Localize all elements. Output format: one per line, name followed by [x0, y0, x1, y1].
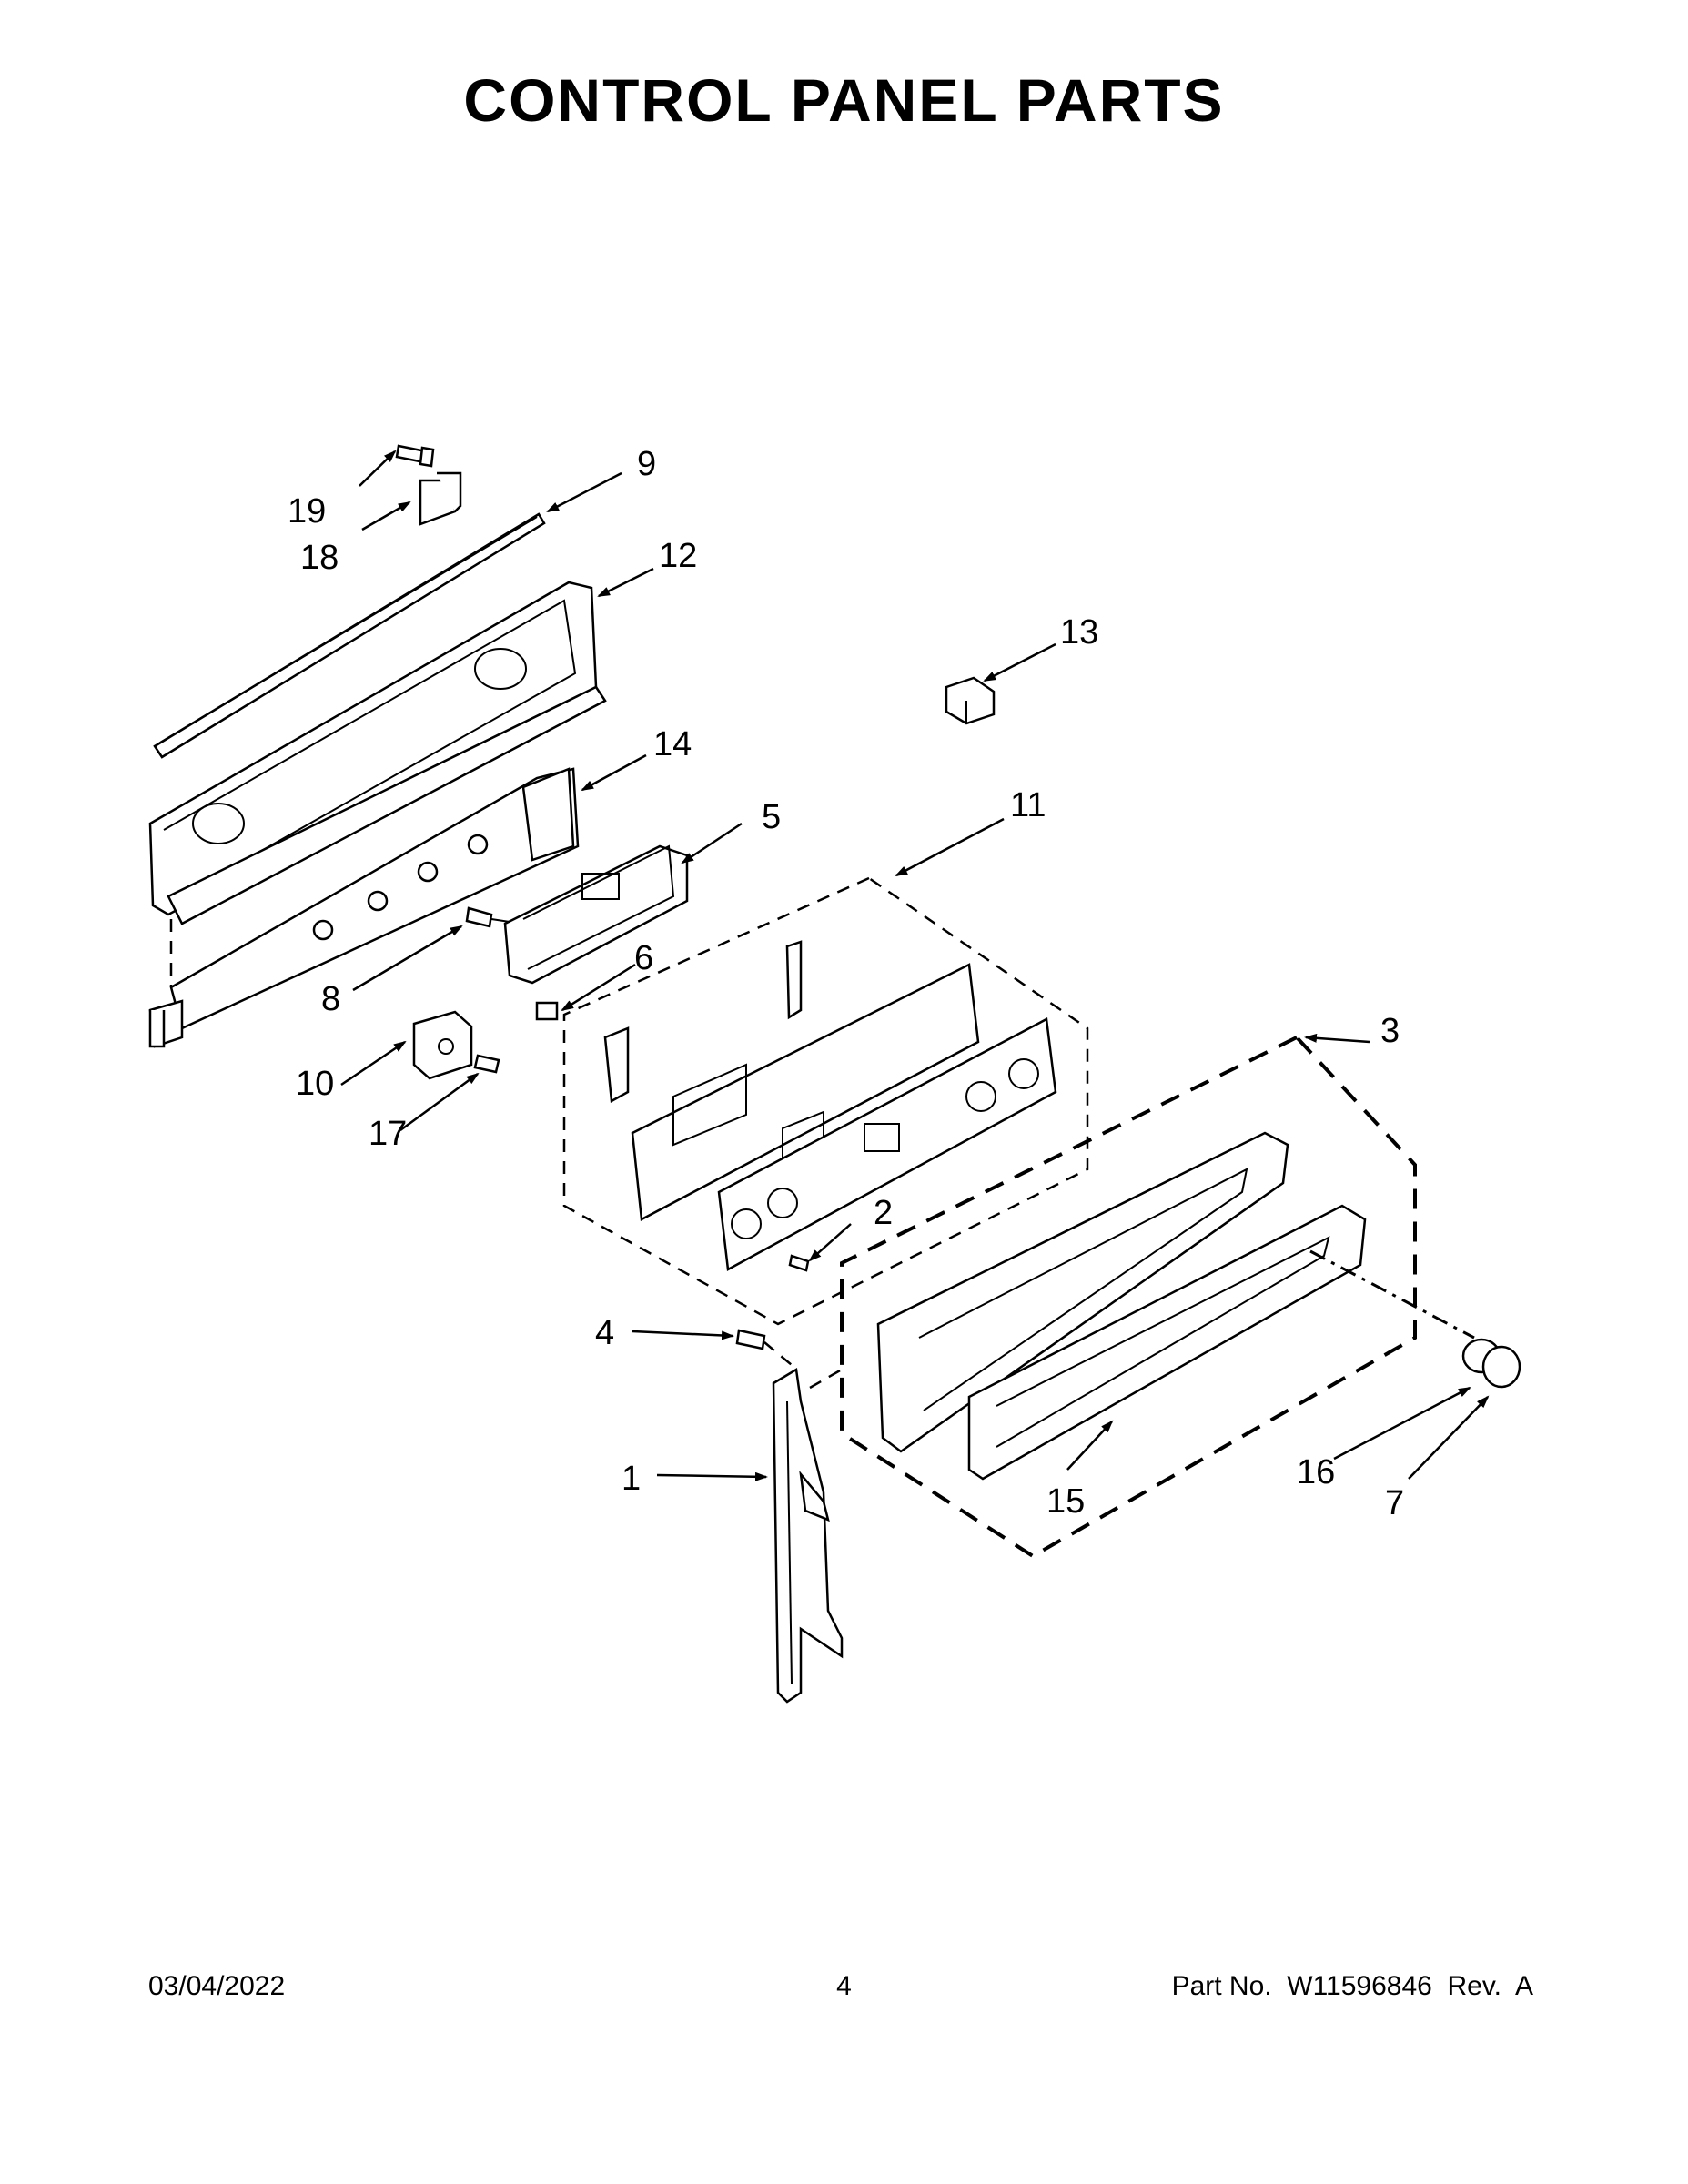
callout-17: 17	[369, 1115, 407, 1153]
callout-13: 13	[1060, 613, 1098, 652]
callout-15: 15	[1046, 1482, 1085, 1521]
callout-2: 2	[874, 1194, 893, 1232]
callout-16: 16	[1297, 1453, 1335, 1491]
part-3-group-outline	[840, 1035, 1417, 1559]
part-14-lower-panel	[148, 767, 580, 1048]
callout-7: 7	[1385, 1484, 1404, 1522]
part-2-screw	[788, 1254, 810, 1272]
part-3-trim	[876, 1131, 1367, 1481]
callout-9: 9	[637, 445, 656, 483]
callout-19: 19	[288, 492, 326, 531]
callout-11: 11	[1010, 786, 1046, 824]
callout-1: 1	[622, 1460, 641, 1498]
callout-6: 6	[634, 939, 653, 977]
part-10-selector-switch	[412, 1010, 473, 1080]
callout-3: 3	[1380, 1012, 1400, 1050]
part-12-panel-housing	[148, 581, 607, 925]
callout-4: 4	[595, 1314, 614, 1352]
part-6-switch	[535, 1001, 559, 1021]
part-11-group-outline	[562, 876, 1089, 1326]
footer-part-number: Part No. W11596846 Rev. A	[1171, 1971, 1533, 2001]
part-4-screw	[735, 1329, 766, 1350]
callout-14: 14	[653, 725, 692, 763]
callout-8: 8	[321, 980, 340, 1018]
part-11-console	[603, 940, 1057, 1271]
footer-page-number: 4	[836, 1971, 852, 2001]
footer-date: 03/04/2022	[148, 1971, 286, 2001]
part-5-control-board	[503, 844, 689, 985]
part-13-relay	[945, 676, 996, 725]
part-9-trim-strip	[153, 512, 546, 759]
part-8-screw	[465, 906, 510, 928]
callout-12: 12	[659, 537, 697, 575]
callout-18: 18	[300, 539, 339, 577]
page-title: CONTROL PANEL PARTS	[463, 66, 1225, 134]
part-18-bracket	[419, 471, 462, 526]
part-19-screw	[395, 444, 435, 468]
part-17-screw	[473, 1054, 500, 1074]
part-7-knob	[1461, 1338, 1521, 1389]
callout-5: 5	[762, 798, 781, 836]
callout-10: 10	[296, 1065, 334, 1103]
part-1-side-bracket	[772, 1367, 844, 1704]
